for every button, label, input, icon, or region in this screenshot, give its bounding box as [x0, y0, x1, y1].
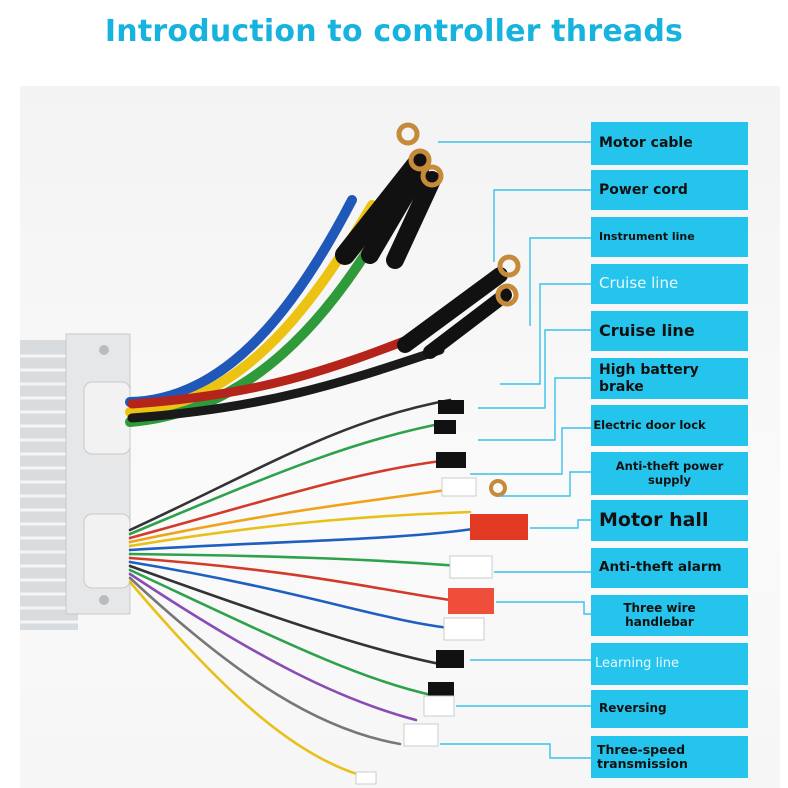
- label-motor-hall: Motor hall: [591, 500, 748, 541]
- label-cruise-line-1: Cruise line: [591, 264, 748, 304]
- label-cruise-line-2: Cruise line: [591, 311, 748, 351]
- label-anti-theft-power-supply: Anti-theft power supply: [591, 452, 748, 495]
- label-power-cord: Power cord: [591, 170, 748, 210]
- label-reversing: Reversing: [591, 690, 748, 728]
- label-learning-line: Learning line: [591, 643, 748, 685]
- label-three-wire-handlebar: Three wire handlebar: [591, 595, 748, 636]
- label-instrument-line: Instrument line: [591, 217, 748, 257]
- page-title: Introduction to controller threads: [104, 14, 684, 49]
- label-motor-cable: Motor cable: [591, 122, 748, 165]
- label-anti-theft-alarm: Anti-theft alarm: [591, 548, 748, 588]
- label-electric-door-lock: Electric door lock: [591, 405, 748, 446]
- label-high-battery-brake: High battery brake: [591, 358, 748, 399]
- label-three-speed-transmission: Three-speed transmission: [591, 736, 748, 778]
